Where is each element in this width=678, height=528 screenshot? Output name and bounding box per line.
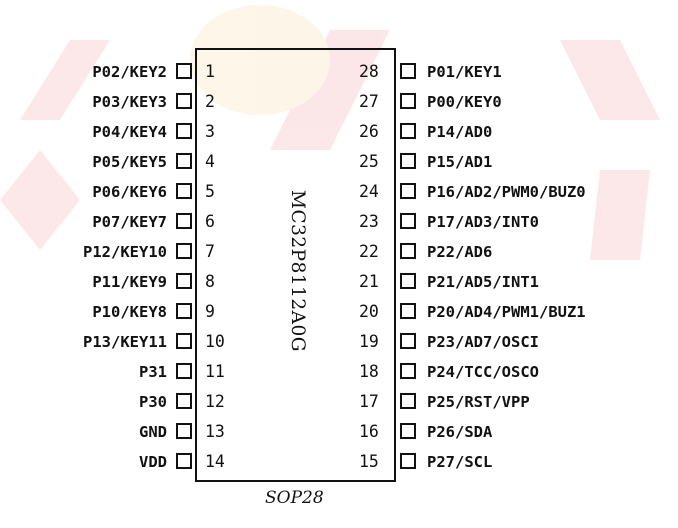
pin-pad (176, 213, 192, 229)
pin-number: 5 (205, 182, 215, 201)
pin-number: 6 (205, 212, 215, 231)
pin-label: P15/AD1 (427, 153, 493, 171)
pin-label: P01/KEY1 (427, 63, 502, 81)
pin-label: P13/KEY11 (83, 333, 167, 351)
pin-label: P14/AD0 (427, 123, 493, 141)
pin-label: P05/KEY5 (92, 153, 167, 171)
pin-pad (400, 123, 416, 139)
pin-label: P26/SDA (427, 423, 493, 441)
pin-label: P12/KEY10 (83, 243, 167, 261)
pin-pad (176, 303, 192, 319)
pin-pad (176, 453, 192, 469)
pin-number: 17 (359, 392, 379, 411)
chip-body (195, 48, 396, 482)
pin-pad (176, 153, 192, 169)
pin-label: VDD (139, 453, 167, 471)
pin-label: P03/KEY3 (92, 93, 167, 111)
pin-pad (176, 123, 192, 139)
pin-number: 18 (359, 362, 379, 381)
pin-pad (400, 93, 416, 109)
pin-number: 9 (205, 302, 215, 321)
pin-label: P22/AD6 (427, 243, 493, 261)
pin-pad (400, 153, 416, 169)
pin-label: P27/SCL (427, 453, 493, 471)
pin-label: P06/KEY6 (92, 183, 167, 201)
package-label: SOP28 (265, 488, 324, 508)
pin-number: 20 (359, 302, 379, 321)
pin-pad (176, 93, 192, 109)
pin-pad (400, 273, 416, 289)
pin-pad (176, 63, 192, 79)
pin-label: P21/AD5/INT1 (427, 273, 539, 291)
pin-label: P25/RST/VPP (427, 393, 530, 411)
pin-label: P04/KEY4 (92, 123, 167, 141)
chip-part-number: MC32P8112A0G (287, 190, 308, 353)
pin-label: P11/KEY9 (92, 273, 167, 291)
pin-number: 28 (359, 62, 379, 81)
pin-pad (400, 213, 416, 229)
pin-label: P31 (139, 363, 167, 381)
pin-pad (176, 363, 192, 379)
pin-number: 7 (205, 242, 215, 261)
pin-number: 24 (359, 182, 379, 201)
pin-label: P10/KEY8 (92, 303, 167, 321)
pin-pad (176, 183, 192, 199)
pin-number: 22 (359, 242, 379, 261)
pin-label: P20/AD4/PWM1/BUZ1 (427, 303, 586, 321)
pin-pad (400, 183, 416, 199)
pin-number: 21 (359, 272, 379, 291)
pin-pad (176, 333, 192, 349)
pin-label: P30 (139, 393, 167, 411)
pin-number: 11 (205, 362, 225, 381)
pin-pad (176, 423, 192, 439)
pin-label: P16/AD2/PWM0/BUZ0 (427, 183, 586, 201)
pin-number: 15 (359, 452, 379, 471)
pin-label: P17/AD3/INT0 (427, 213, 539, 231)
pin-pad (176, 243, 192, 259)
pin-pad (400, 303, 416, 319)
pin-label: GND (139, 423, 167, 441)
pin-label: P24/TCC/OSCO (427, 363, 539, 381)
pin-number: 27 (359, 92, 379, 111)
pin-number: 12 (205, 392, 225, 411)
pin-label: P00/KEY0 (427, 93, 502, 111)
pin-label: P23/AD7/OSCI (427, 333, 539, 351)
pin-number: 13 (205, 422, 225, 441)
pin-number: 23 (359, 212, 379, 231)
pin-label: P02/KEY2 (92, 63, 167, 81)
watermark-shape-bottom-right (590, 170, 650, 260)
pin-pad (400, 63, 416, 79)
pin-pad (400, 423, 416, 439)
pin-number: 2 (205, 92, 215, 111)
pin-number: 1 (205, 62, 215, 81)
pin-pad (400, 393, 416, 409)
pin-number: 25 (359, 152, 379, 171)
pin-number: 4 (205, 152, 215, 171)
pin-number: 19 (359, 332, 379, 351)
pin-pad (176, 393, 192, 409)
pin-number: 26 (359, 122, 379, 141)
pin-number: 16 (359, 422, 379, 441)
pin-pad (400, 363, 416, 379)
pin-pad (400, 333, 416, 349)
pin-pad (400, 243, 416, 259)
pin-number: 3 (205, 122, 215, 141)
pin-number: 14 (205, 452, 225, 471)
pin-number: 10 (205, 332, 225, 351)
pin-pad (400, 453, 416, 469)
pin-number: 8 (205, 272, 215, 291)
pin-label: P07/KEY7 (92, 213, 167, 231)
watermark-shape-right (560, 40, 660, 120)
pin-pad (176, 273, 192, 289)
